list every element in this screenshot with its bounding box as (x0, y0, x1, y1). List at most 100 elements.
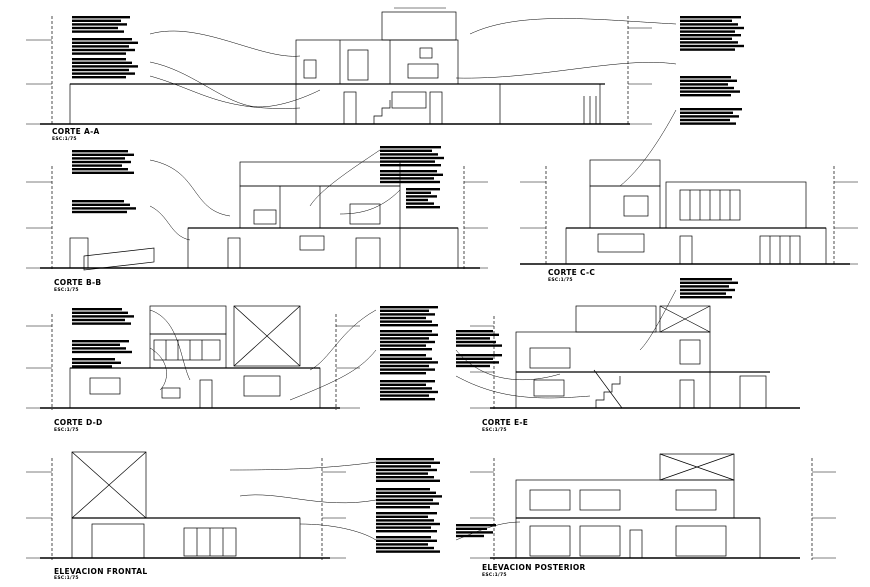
redacted-text-line (680, 19, 732, 22)
redacted-text-line (376, 536, 431, 539)
redacted-text-line (72, 207, 136, 210)
redacted-text-line (72, 318, 125, 322)
elevacion-posterior-title: ELEVACION POSTERIOR (482, 563, 586, 572)
redacted-text-line (72, 358, 115, 361)
roof-parapet (239, 161, 401, 187)
redacted-text-line (456, 357, 493, 360)
redacted-text-line (380, 320, 432, 323)
corte-a-a-title: CORTE A-A (52, 127, 100, 136)
redacted-text-line (680, 30, 735, 33)
redacted-text-line (456, 531, 493, 534)
redacted-text-line (72, 26, 118, 30)
redacted-text-line (680, 76, 731, 79)
level-markers (26, 27, 858, 559)
elevacion-frontal-title: ELEVACION FRONTAL (54, 567, 148, 576)
redacted-text-line (380, 156, 444, 160)
redacted-text-line (72, 157, 125, 160)
redacted-text-line (680, 292, 726, 295)
redacted-text-line (376, 530, 437, 533)
corte-d-d-scale: ESC:1/75 (54, 428, 79, 433)
redacted-text-line (72, 58, 126, 61)
redacted-text-line (456, 527, 487, 530)
redacted-text-line (380, 361, 438, 364)
corte-c-c-scale: ESC:1/75 (548, 278, 573, 283)
redacted-text-line (72, 19, 121, 22)
redacted-text-line (380, 330, 432, 333)
ramp (83, 247, 155, 271)
upper-floor (515, 479, 735, 519)
redacted-text-line (376, 526, 431, 529)
redacted-text-line (680, 285, 729, 288)
corte-e-e-title: CORTE E-E (482, 418, 529, 427)
redacted-text-line (72, 347, 126, 350)
redacted-text-line (72, 365, 112, 368)
redacted-text-line (406, 195, 437, 198)
elevacion-posterior-scale: ESC:1/75 (482, 573, 507, 578)
upper-floor (665, 181, 807, 229)
corte-a-a-scale: ESC:1/75 (52, 137, 77, 142)
redacted-text-line (380, 398, 435, 401)
redacted-text-line (72, 16, 130, 19)
redacted-text-line (72, 23, 127, 26)
redacted-text-line (380, 153, 438, 156)
redacted-text-line (406, 191, 431, 194)
redacted-text-line (380, 380, 435, 383)
ground-floor (69, 83, 601, 125)
redacted-text-line (72, 210, 127, 214)
redacted-text-line (72, 203, 130, 206)
redacted-text-line (72, 65, 138, 68)
redacted-text-line (456, 340, 496, 344)
redacted-text-line (380, 357, 432, 360)
redacted-text-line (456, 524, 496, 527)
redacted-text-line (380, 383, 426, 386)
upper-floor (295, 39, 459, 85)
redacted-text-line (680, 281, 738, 284)
corte-e-e-drawing (490, 305, 800, 410)
redacted-text-line (680, 23, 738, 26)
redacted-text-line (380, 164, 441, 167)
redacted-text-line (376, 506, 430, 509)
redacted-text-line (376, 539, 437, 542)
redacted-text-line (456, 534, 484, 538)
corte-b-b-scale: ESC:1/75 (54, 288, 79, 293)
corte-b-b-title: CORTE B-B (54, 278, 102, 287)
redacted-text-line (380, 146, 441, 149)
redacted-text-line (680, 16, 741, 19)
redacted-text-line (376, 512, 437, 515)
redacted-text-line (72, 150, 128, 153)
redacted-text-line (680, 48, 735, 51)
upper-floor (515, 331, 711, 373)
corte-e-e-scale: ESC:1/75 (482, 428, 507, 433)
stair (373, 100, 391, 124)
redacted-text-line (376, 495, 442, 498)
redacted-text-line (380, 387, 432, 390)
redacted-text-line (72, 340, 129, 343)
corte-c-c-title: CORTE C-C (548, 268, 596, 277)
redacted-text-line (680, 288, 735, 292)
redacted-text-line (680, 118, 730, 122)
upper-block-left (149, 305, 227, 335)
redacted-text-line (72, 72, 135, 75)
redacted-text-line (380, 348, 432, 351)
elevacion-frontal-scale: ESC:1/75 (54, 576, 79, 581)
upper-block (575, 305, 657, 333)
redacted-text-line (376, 476, 434, 479)
redacted-text-line (380, 354, 426, 357)
redacted-text-line (680, 115, 739, 118)
redacted-text-line (680, 122, 736, 125)
redacted-text-line (376, 458, 434, 461)
redacted-text-line (380, 173, 443, 176)
redacted-text-line (380, 177, 434, 180)
redacted-text-line (72, 164, 122, 167)
redacted-text-line (380, 340, 435, 344)
redacted-text-line (406, 198, 428, 202)
redacted-text-line (680, 26, 744, 30)
redacted-text-line (72, 308, 122, 311)
redacted-text-line (456, 354, 502, 357)
ground-floor (69, 367, 321, 409)
redacted-text-line (376, 515, 428, 518)
redacted-text-line (72, 315, 134, 318)
redacted-text-line (456, 364, 490, 368)
